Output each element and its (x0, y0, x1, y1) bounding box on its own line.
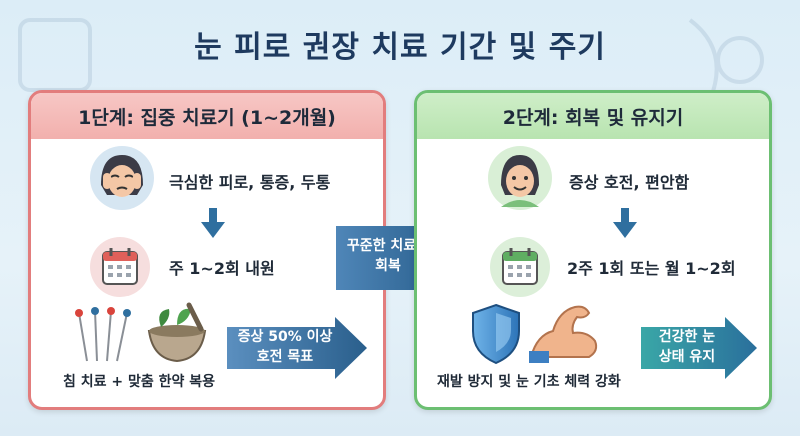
phase1-goal-arrow (227, 317, 367, 379)
herbal-medicine-bowl-icon (147, 302, 207, 363)
phase2-goal-arrow (641, 317, 757, 379)
tired-person-icon (90, 146, 154, 210)
transition-line1: 꾸준한 치료로 (346, 238, 430, 254)
phase1-goal-line1: 증상 50% 이상 (237, 329, 333, 345)
phase1-goal-line2: 호전 목표 (256, 349, 314, 365)
phase1-treatment: 침 치료 + 맞춤 한약 복용 (63, 374, 216, 390)
phase1-header: 1단계: 집중 치료기 (1~2개월) (31, 93, 383, 139)
phase1-visit: 주 1~2회 내원 (169, 259, 275, 278)
phase2-panel: 2단계: 회복 및 유지기 증상 호전, 편안함 2주 1회 또는 월 1~2회 (414, 90, 772, 410)
transition-line2: 회복 (375, 258, 401, 274)
phase1-panel: 1단계: 집중 치료기 (1~2개월) 극심한 피로, 통증, 두통 주 1~2… (28, 90, 386, 410)
phase2-header: 2단계: 회복 및 유지기 (417, 93, 769, 139)
transition-label: 꾸준한 치료로 회복 (338, 236, 438, 276)
page-title: 눈 피로 권장 치료 기간 및 주기 (194, 30, 606, 65)
acupuncture-needles-icon (75, 307, 131, 362)
calendar-icon (490, 237, 550, 297)
phase2-goal-label: 건강한 눈 상태 유지 (643, 327, 731, 367)
phase2-symptom: 증상 호전, 편안함 (569, 173, 690, 192)
phase1-symptom: 극심한 피로, 통증, 두통 (169, 173, 331, 192)
phase1-goal-label: 증상 50% 이상 호전 목표 (229, 327, 341, 367)
shield-icon (472, 303, 520, 365)
happy-person-icon (488, 146, 552, 210)
phase2-treatment: 재발 방지 및 눈 기초 체력 강화 (437, 374, 621, 390)
down-arrow-icon (613, 208, 637, 238)
phase2-visit: 2주 1회 또는 월 1~2회 (567, 259, 736, 278)
phase2-goal-line1: 건강한 눈 (658, 329, 716, 345)
phase2-goal-line2: 상태 유지 (658, 349, 716, 365)
muscle-arm-icon (529, 305, 598, 363)
down-arrow-icon (201, 208, 225, 238)
calendar-icon (90, 237, 150, 297)
